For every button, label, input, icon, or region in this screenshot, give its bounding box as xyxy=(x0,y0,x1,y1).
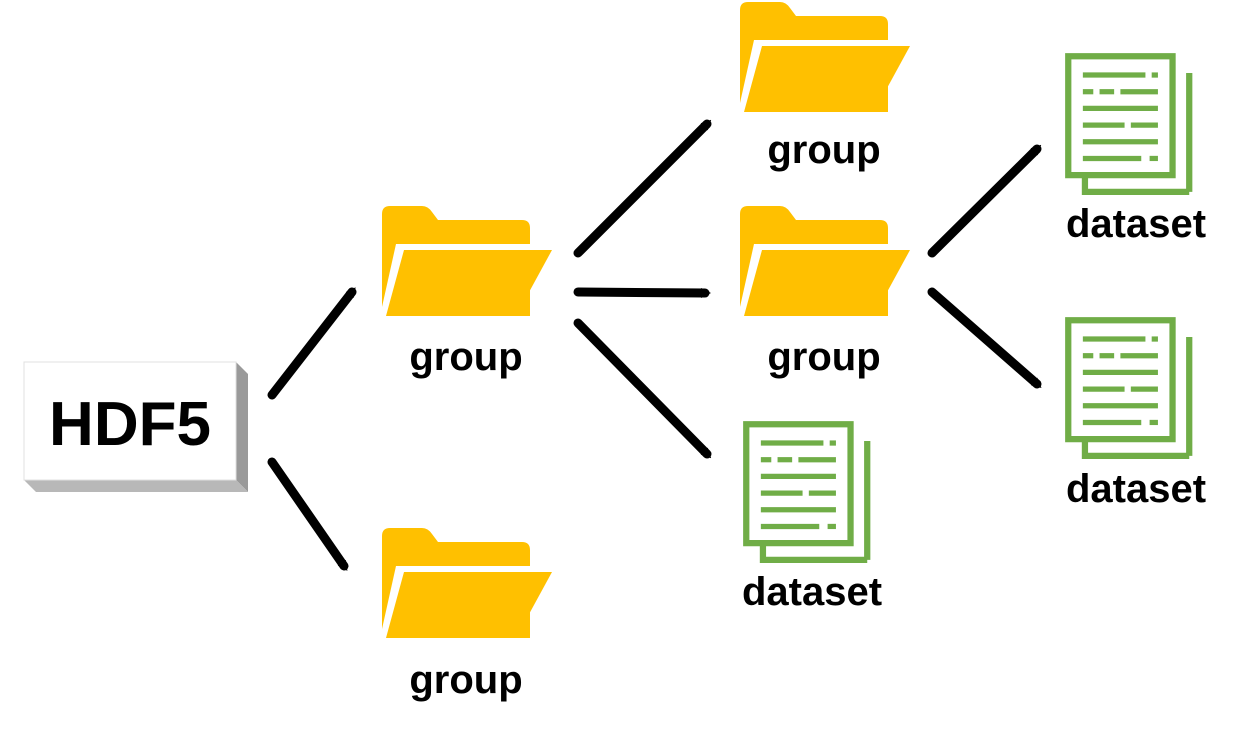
arrow-group-to-dataset-right-bottom xyxy=(927,287,1042,389)
arrow-root-to-group-lower xyxy=(267,457,349,571)
dataset-middle-label: dataset xyxy=(742,570,882,614)
group-upper-label: group xyxy=(409,335,522,379)
root-box-face xyxy=(23,361,237,481)
document-icon xyxy=(746,424,867,560)
dataset-right-top-label: dataset xyxy=(1066,202,1206,246)
root-box-side xyxy=(236,362,248,492)
group-middle-label: group xyxy=(767,335,880,379)
dataset-middle-node: dataset xyxy=(742,424,882,614)
document-icon xyxy=(1068,320,1189,456)
group-middle-node: group xyxy=(740,206,910,379)
folder-icon xyxy=(740,206,910,316)
root-node: HDF5 xyxy=(23,361,248,492)
arrow-group-to-dataset-middle xyxy=(573,318,712,459)
group-upper-node: group xyxy=(382,206,552,379)
arrow-root-to-group-upper xyxy=(267,287,357,400)
group-top-label: group xyxy=(767,128,880,172)
root-box-bottom xyxy=(24,480,248,492)
folder-icon xyxy=(740,2,910,112)
folder-icon xyxy=(382,206,552,316)
arrow-group-to-dataset-right-top xyxy=(927,144,1042,258)
group-lower-node: group xyxy=(382,528,552,702)
folder-icon xyxy=(382,528,552,638)
document-icon xyxy=(1068,56,1189,192)
arrow-group-to-group-top xyxy=(573,119,712,258)
arrow-group-to-group-middle xyxy=(573,287,711,298)
group-top-node: group xyxy=(740,2,910,172)
dataset-right-bottom-label: dataset xyxy=(1066,467,1206,511)
group-lower-label: group xyxy=(409,658,522,702)
dataset-right-top-node: dataset xyxy=(1066,56,1206,246)
root-label: HDF5 xyxy=(49,390,211,459)
edges xyxy=(267,119,1042,571)
dataset-right-bottom-node: dataset xyxy=(1066,320,1206,511)
